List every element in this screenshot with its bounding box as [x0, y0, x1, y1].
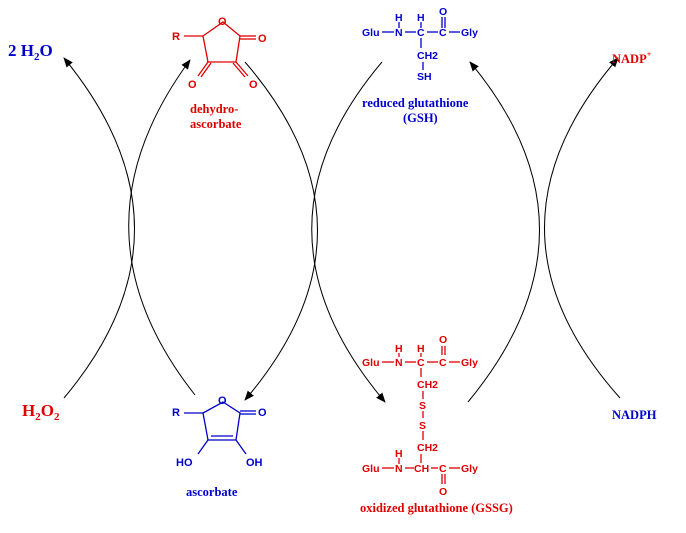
atom-c-carbonyl: C [439, 27, 447, 39]
arrow-peroxide-to-water [63, 57, 135, 399]
atom-n: N [395, 27, 403, 39]
atom-c-alpha-top: C [417, 357, 425, 369]
atom-sh: SH [417, 71, 432, 83]
ascorbate-structure: R O O HO OH [172, 395, 267, 469]
atom-gly: Gly [461, 27, 478, 39]
dehydroascorbate-label-1: dehydro- [190, 102, 238, 116]
atom-h-alpha: H [417, 12, 425, 24]
atom-ch2-top: CH2 [417, 379, 438, 391]
atom-c-carbonyl-bottom: C [439, 463, 447, 475]
atom-carbonyl-o: O [258, 407, 267, 419]
atom-r: R [172, 31, 180, 43]
atom-ho: HO [176, 457, 193, 469]
gsh-structure: Glu N H C H C O Gly CH2 SH [362, 6, 478, 83]
atom-gly-top: Gly [461, 357, 478, 369]
atom-carbonyl-o: O [258, 33, 267, 45]
atom-c-alpha: C [417, 27, 425, 39]
atom-ring-o: O [218, 395, 227, 407]
atom-s-bottom: S [419, 420, 426, 432]
atom-h-alpha-top: H [417, 343, 425, 355]
atom-glu-top: Glu [362, 357, 380, 369]
peroxide-label: H2O2 [22, 401, 60, 423]
gssg-label: oxidized glutathione (GSSG) [360, 501, 513, 515]
atom-o-carbonyl: O [439, 6, 447, 18]
gsh-label-1: reduced glutathione [362, 96, 469, 110]
atom-glu: Glu [362, 27, 380, 39]
atom-keto-o-right: O [249, 79, 258, 91]
arrow-dehydroascorbate-to-ascorbate [244, 61, 318, 401]
gsh-label-2: (GSH) [403, 111, 438, 125]
nadph-label: NADPH [612, 408, 657, 422]
gssg-structure: O H H Glu N C C Gly CH2 S S CH2 Glu N H … [362, 334, 478, 498]
atom-ch2: CH2 [417, 50, 438, 62]
dehydroascorbate-structure: R O O O O [172, 16, 267, 91]
atom-ring-o: O [218, 16, 227, 28]
atom-h-n-top: H [395, 343, 403, 355]
atom-h-n-bottom: H [395, 448, 403, 460]
atom-n-top: N [395, 357, 403, 369]
atom-ch-bottom: CH [414, 463, 429, 475]
atom-o-top: O [439, 334, 447, 346]
nadp-label: NADP+ [612, 50, 652, 66]
ascorbate-label: ascorbate [186, 485, 238, 499]
arrow-gsh-to-gssg [311, 61, 386, 403]
atom-oh: OH [246, 457, 263, 469]
dehydroascorbate-label-2: ascorbate [190, 117, 242, 131]
atom-r: R [172, 407, 180, 419]
atom-o-bottom: O [439, 486, 447, 498]
atom-c-carbonyl-top: C [439, 357, 447, 369]
arrow-nadph-to-nadp [544, 57, 621, 399]
arrow-ascorbate-to-dehydroascorbate [128, 59, 196, 396]
atom-h-n: H [395, 12, 403, 24]
atom-keto-o-left: O [188, 79, 197, 91]
atom-gly-bottom: Gly [461, 463, 478, 475]
atom-ch2-bottom: CH2 [417, 442, 438, 454]
atom-glu-bottom: Glu [362, 463, 380, 475]
atom-n-bottom: N [395, 463, 403, 475]
water-label: 2 H2O [8, 41, 53, 63]
atom-s-top: S [419, 400, 426, 412]
arrow-gssg-to-gsh [467, 61, 540, 403]
